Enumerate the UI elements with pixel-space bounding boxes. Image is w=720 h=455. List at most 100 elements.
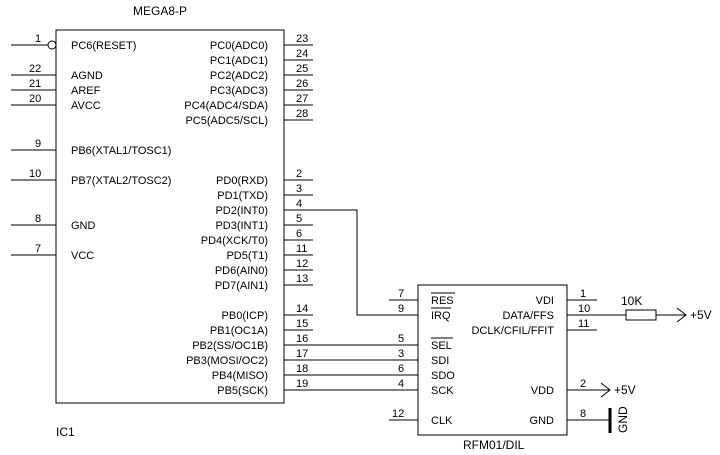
rfm01-pin-name: SCK: [431, 385, 454, 397]
rfm01-pin-number: 12: [392, 408, 404, 420]
ic1-pin-number: 14: [296, 303, 308, 315]
ground-symbol: GND: [608, 406, 630, 433]
ic1-pin-number: 8: [35, 213, 41, 225]
ground-label: GND: [616, 406, 630, 433]
ic1-pin-name: AREF: [71, 85, 101, 97]
rfm01-pin-name: SDI: [431, 355, 449, 367]
ic1-pin-name: PC5(ADC5/SCL): [185, 115, 268, 127]
resistor-value: 10K: [621, 294, 642, 308]
supply-arrow-icon: [676, 307, 687, 323]
rfm01-pin-number: 5: [398, 333, 404, 345]
ic1-pin-number: 21: [29, 78, 41, 90]
ic1-pin-number: 15: [296, 318, 308, 330]
ic1-pin-name: PC6(RESET): [71, 40, 136, 52]
ic1-pin-name: PC1(ADC1): [210, 55, 268, 67]
ic1-pin-number: 9: [35, 138, 41, 150]
ic1-pin-number: 20: [29, 93, 41, 105]
ic1-pin-name: PB3(MOSI/OC2): [186, 355, 268, 367]
ic1-pin-name: PC3(ADC3): [210, 85, 268, 97]
rfm01-pin-name: VDD: [531, 385, 554, 397]
rfm01-part-label: RFM01/DIL: [463, 438, 525, 452]
rfm01-pin-number: 2: [580, 378, 586, 390]
ic1-pin-number: 7: [35, 243, 41, 255]
ic1-pin-number: 11: [296, 243, 307, 255]
supply-5v-label: +5V: [690, 308, 712, 322]
ic1-pin-name: AGND: [71, 70, 103, 82]
rfm01-pin-name: DATA/FFS: [502, 310, 554, 322]
ic1-pin-number: 2: [296, 168, 302, 180]
ic1-pin-number: 22: [29, 63, 41, 75]
ic1-pin-number: 24: [296, 48, 308, 60]
ic1-pin-1-inversion-bubble: [47, 40, 57, 50]
ic1-pin-name: AVCC: [71, 100, 101, 112]
rfm01-pin-name-sel: SEL: [431, 340, 452, 352]
ic1-pin-number: 10: [29, 168, 41, 180]
ic1-pin-number: 27: [296, 93, 308, 105]
supply-5v-vdd: +5V: [600, 382, 636, 398]
ic1-pin-number: 19: [296, 378, 308, 390]
ic1-pin-number: 26: [296, 78, 308, 90]
ic1-ref-label: IC1: [56, 425, 75, 439]
wiring: [284, 209, 418, 421]
ic1-pin-name: PD0(RXD): [216, 175, 268, 187]
ic1-pin-number: 1: [35, 33, 41, 45]
ic1-pin-number: 16: [296, 333, 308, 345]
ic1-pin-number: 5: [296, 213, 302, 225]
ic1-pin-name: PB4(MISO): [212, 370, 268, 382]
supply-5v-label: +5V: [614, 383, 636, 397]
ic1-pin-name: PC0(ADC0): [210, 40, 268, 52]
ic1-pin-number: 3: [296, 183, 302, 195]
rfm01-body: [417, 284, 568, 436]
ic1-part-label: MEGA8-P: [133, 4, 187, 18]
rfm01-module: RFM01/DIL 7 9 5 3 6 4 12 RES IRQ SEL SDI…: [392, 284, 626, 452]
rfm01-pin-name: CLK: [431, 415, 453, 427]
ic1-pin-name: VCC: [71, 250, 94, 262]
ic1-pin-name: PC4(ADC4/SDA): [184, 100, 268, 112]
rfm01-pin-number: 1: [580, 288, 586, 300]
resistor-body: [625, 309, 657, 321]
supply-5v-resistor: +5V: [676, 307, 712, 323]
rfm01-pin-name: GND: [530, 415, 555, 427]
ic1-pin-number: 4: [296, 198, 302, 210]
ic1-pin-name: PB0(ICP): [222, 310, 268, 322]
ic1-pin-name: PC2(ADC2): [210, 70, 268, 82]
rfm01-pin-number: 8: [580, 408, 586, 420]
rfm01-pin-name: DCLK/CFIL/FFIT: [471, 325, 554, 337]
ic1-mega8: MEGA8-P IC1 1 22 21 20 9 10 8 7 PC6(RESE…: [11, 4, 313, 439]
rfm01-pin-number: 3: [398, 348, 404, 360]
ic1-pin-name: PD2(INT0): [215, 205, 268, 217]
ic1-body: [55, 29, 285, 404]
ic1-pin-name: PD4(XCK/T0): [201, 235, 268, 247]
wire-int0-to-irq: [284, 209, 418, 316]
ic1-pin-number: 17: [296, 348, 308, 360]
ic1-pin-number: 12: [296, 258, 308, 270]
ic1-pin-name: PB6(XTAL1/TOSC1): [71, 145, 171, 157]
rfm01-pin-number: 11: [578, 318, 589, 330]
rfm01-pin-number: 6: [398, 363, 404, 375]
ic1-pin-name: PD7(AIN1): [215, 280, 268, 292]
ic1-pin-number: 13: [296, 273, 308, 285]
ic1-pin-name: PD3(INT1): [215, 220, 268, 232]
rfm01-pin-number: 10: [578, 303, 590, 315]
ic1-pin-name: PB7(XTAL2/TOSC2): [71, 175, 171, 187]
rfm01-pin-name-irq: IRQ: [431, 310, 451, 322]
ic1-pin-number: 18: [296, 363, 308, 375]
rfm01-pin-name-res: RES: [431, 295, 454, 307]
ic1-pin-name: PB1(OC1A): [210, 325, 268, 337]
ic1-pin-name: PD6(AIN0): [215, 265, 268, 277]
pullup-resistor: 10K: [621, 294, 686, 321]
rfm01-pin-name: VDI: [536, 295, 554, 307]
ic1-pin-number: 6: [296, 228, 302, 240]
rfm01-pin-name: SDO: [431, 370, 455, 382]
supply-arrow-icon: [600, 382, 611, 398]
rfm01-pin-number: 7: [398, 288, 404, 300]
ic1-pin-name: PB5(SCK): [217, 385, 268, 397]
ic1-pin-name: GND: [71, 220, 96, 232]
ic1-pin-name: PD1(TXD): [217, 190, 268, 202]
rfm01-pin-number: 4: [398, 378, 404, 390]
rfm01-pin-number: 9: [398, 303, 404, 315]
ic1-pin-number: 28: [296, 108, 308, 120]
ic1-pin-name: PD5(T1): [226, 250, 268, 262]
ic1-pin-number: 23: [296, 33, 308, 45]
